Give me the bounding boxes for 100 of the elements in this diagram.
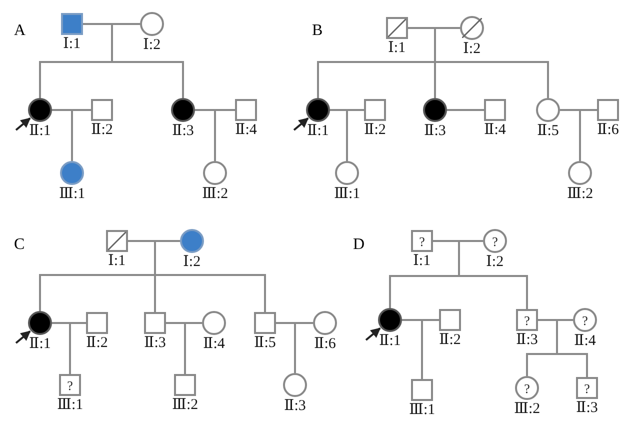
- circle-symbol: ?: [573, 308, 597, 332]
- square-symbol: [144, 312, 166, 334]
- circle-symbol: [202, 311, 226, 335]
- square-symbol: ?: [576, 377, 598, 399]
- descent-line: [434, 28, 436, 62]
- generation-label: Ⅲ:1: [57, 397, 84, 413]
- generation-label: Ⅱ:3: [284, 398, 306, 414]
- generation-label: Ⅱ:4: [484, 122, 506, 138]
- generation-label: Ⅱ:1: [307, 123, 329, 139]
- generation-label: Ⅰ:2: [183, 254, 201, 270]
- circle-symbol: [203, 161, 227, 185]
- mating-line: [52, 322, 86, 324]
- square-symbol: [174, 374, 196, 396]
- generation-label: Ⅰ:1: [108, 253, 126, 269]
- square-symbol: [86, 312, 108, 334]
- square-symbol: [411, 379, 433, 401]
- circle-symbol: [180, 229, 204, 253]
- circle-symbol: [28, 311, 52, 335]
- descent-line: [434, 61, 436, 98]
- generation-label: Ⅲ:1: [334, 186, 360, 202]
- square-symbol: [91, 99, 113, 121]
- circle-symbol: [460, 16, 484, 40]
- mating-line: [83, 23, 140, 25]
- generation-label: Ⅱ:4: [235, 122, 257, 138]
- descent-line: [294, 323, 296, 373]
- descent-line: [435, 61, 549, 98]
- descent-line: [459, 275, 528, 309]
- proband-arrow: [15, 118, 31, 131]
- square-symbol: [364, 99, 386, 121]
- square-symbol: [106, 230, 128, 252]
- panel-letter: A: [14, 22, 26, 40]
- proband-arrow: [15, 330, 31, 344]
- generation-label: Ⅱ:3: [144, 335, 166, 351]
- descent-line: [421, 320, 423, 379]
- descent-line: [346, 110, 348, 161]
- circle-symbol: ?: [483, 229, 507, 253]
- mating-line: [195, 109, 235, 111]
- descent-line: [39, 61, 112, 98]
- generation-label: Ⅱ:4: [574, 333, 596, 349]
- generation-label: Ⅱ:4: [203, 336, 225, 352]
- circle-symbol: [306, 98, 330, 122]
- generation-label: Ⅰ:1: [413, 253, 431, 269]
- descent-line: [556, 320, 558, 354]
- circle-symbol: [140, 12, 164, 36]
- mating-line: [433, 240, 483, 242]
- circle-symbol: [423, 98, 447, 122]
- descent-line: [389, 275, 459, 308]
- circle-symbol: [335, 161, 359, 185]
- descent-line: [458, 241, 460, 276]
- generation-label: Ⅲ:2: [514, 401, 540, 417]
- generation-label: Ⅰ:2: [143, 37, 161, 53]
- generation-label: Ⅲ:2: [172, 397, 198, 413]
- descent-line: [111, 24, 113, 62]
- generation-label: Ⅲ:2: [202, 186, 228, 202]
- mating-line: [560, 109, 597, 111]
- generation-label: Ⅰ:2: [486, 254, 504, 270]
- generation-label: Ⅲ:1: [409, 402, 436, 418]
- descent-line: [154, 241, 156, 275]
- descent-line: [69, 323, 71, 374]
- circle-symbol: [283, 373, 307, 397]
- circle-symbol: [536, 98, 560, 122]
- mating-line: [402, 319, 439, 321]
- descent-line: [155, 274, 266, 312]
- square-symbol: ?: [516, 309, 538, 331]
- generation-label: Ⅲ:1: [59, 186, 86, 202]
- mating-line: [276, 322, 313, 324]
- generation-label: Ⅱ:2: [91, 122, 113, 138]
- square-symbol: [386, 17, 408, 39]
- descent-line: [184, 323, 186, 374]
- circle-symbol: [171, 98, 195, 122]
- generation-label: Ⅱ:5: [537, 123, 559, 139]
- circle-symbol: [28, 98, 52, 122]
- descent-line: [112, 61, 184, 98]
- square-symbol: [597, 99, 619, 121]
- mating-line: [447, 109, 484, 111]
- generation-label: Ⅱ:2: [364, 122, 386, 138]
- generation-label: Ⅱ:3: [516, 332, 538, 348]
- square-symbol: [61, 13, 83, 35]
- descent-line: [579, 110, 581, 161]
- square-symbol: [254, 312, 276, 334]
- descent-line: [39, 274, 155, 311]
- generation-label: Ⅱ:1: [379, 333, 401, 349]
- generation-label: Ⅱ:3: [576, 400, 598, 416]
- square-symbol: [439, 309, 461, 331]
- panel-letter: C: [14, 236, 25, 254]
- generation-label: Ⅱ:1: [29, 336, 51, 352]
- mating-line: [52, 109, 91, 111]
- square-symbol: [484, 99, 506, 121]
- descent-line: [317, 61, 435, 98]
- generation-label: Ⅲ:2: [567, 186, 594, 202]
- generation-label: Ⅱ:5: [254, 335, 276, 351]
- circle-symbol: [378, 308, 402, 332]
- circle-symbol: [568, 161, 592, 185]
- panel-letter: D: [353, 236, 365, 254]
- square-symbol: [235, 99, 257, 121]
- descent-line: [214, 110, 216, 161]
- generation-label: Ⅰ:1: [388, 40, 406, 56]
- square-symbol: ?: [411, 230, 433, 252]
- generation-label: Ⅱ:2: [439, 332, 461, 348]
- descent-line: [526, 353, 557, 376]
